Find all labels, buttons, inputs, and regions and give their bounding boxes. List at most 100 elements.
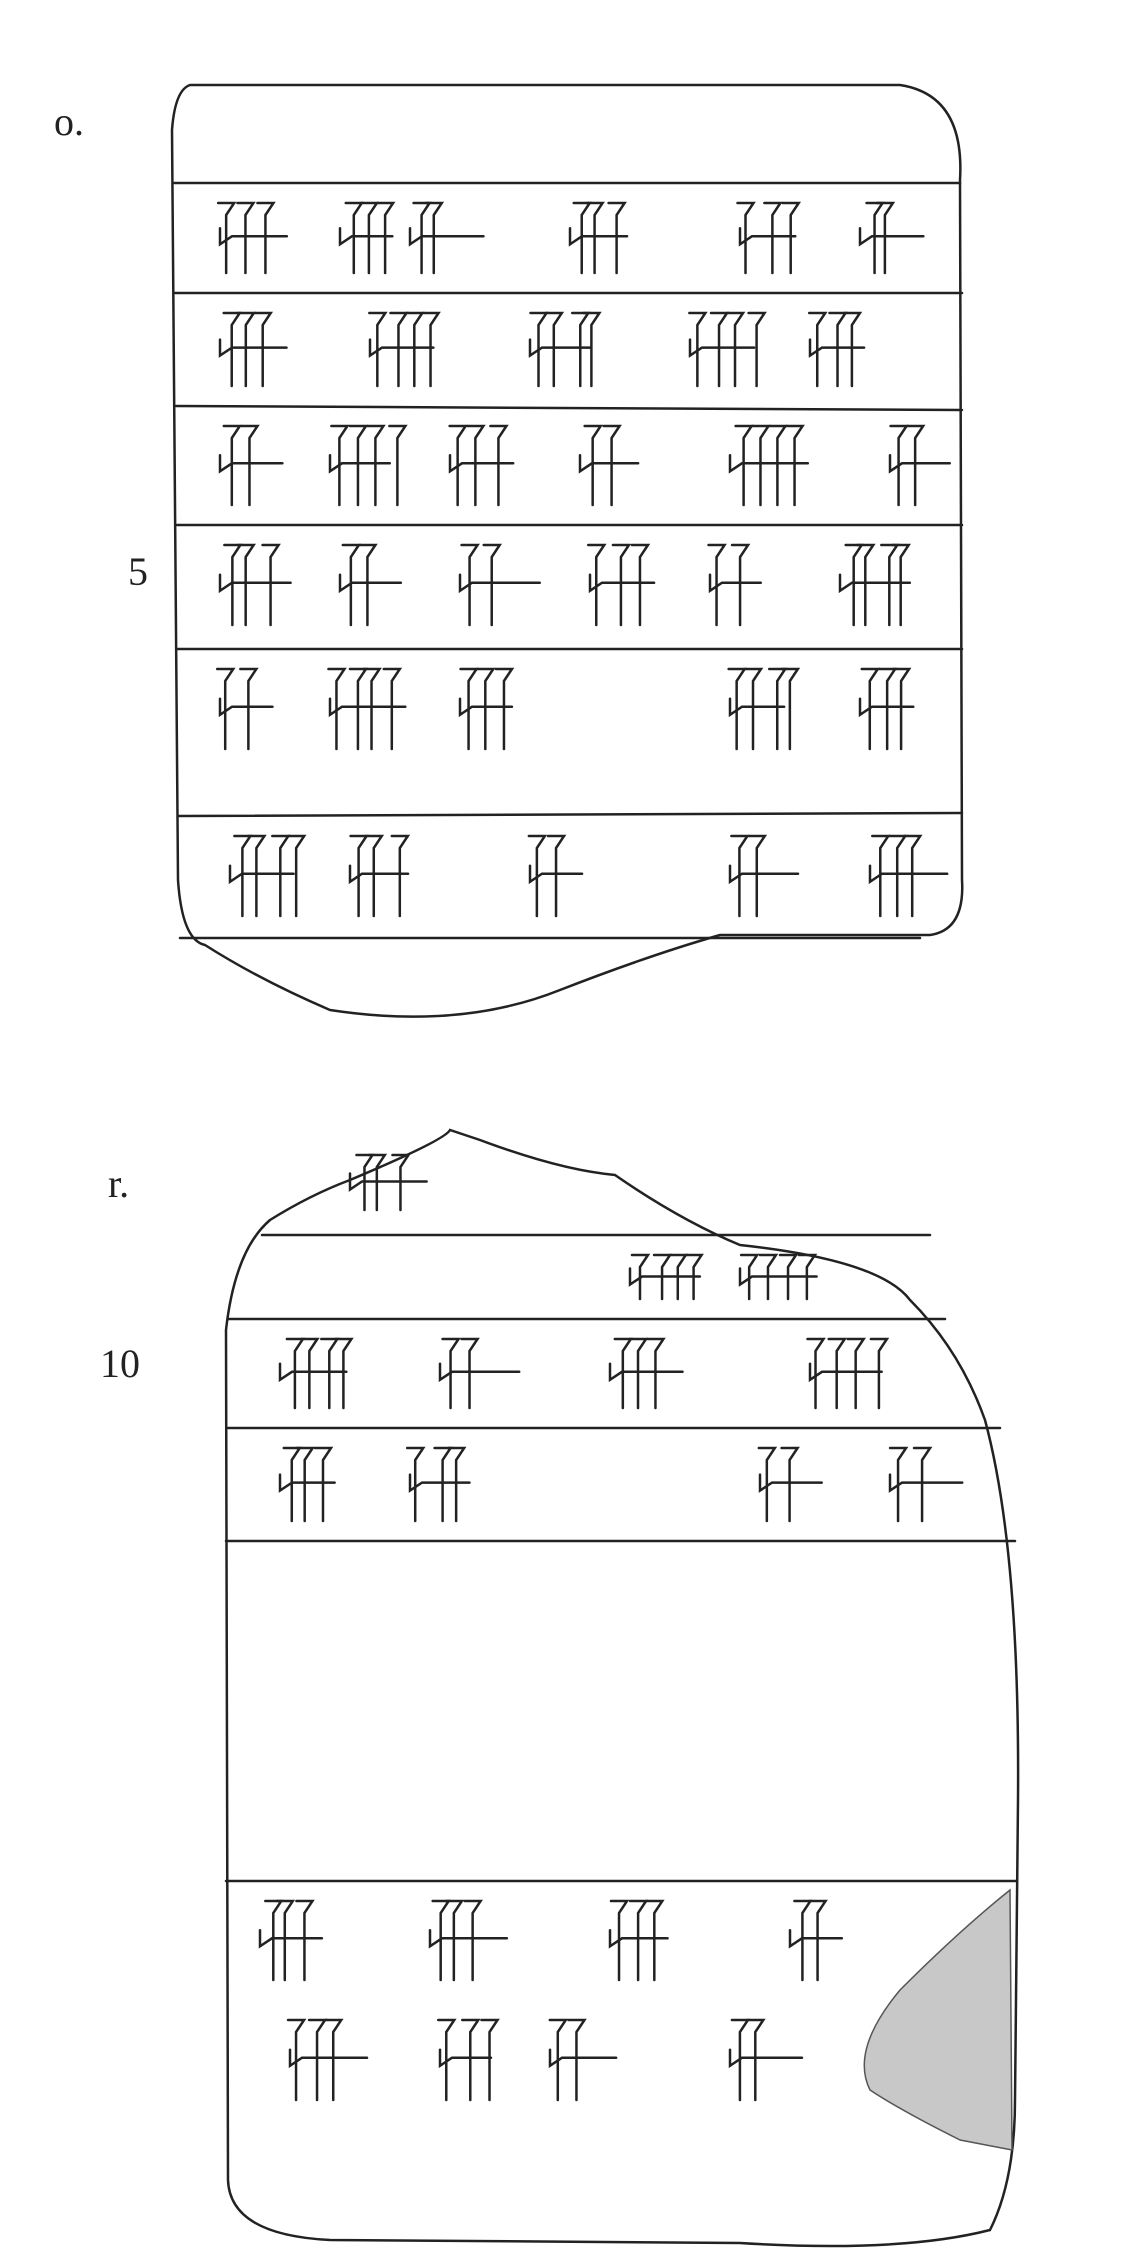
- wedge: [328, 454, 391, 474]
- wedge: [747, 311, 767, 388]
- wedge: [233, 834, 253, 918]
- wedge: [646, 1337, 666, 1410]
- wedge: [567, 2018, 587, 2102]
- wedge: [459, 667, 479, 751]
- wedge: [571, 311, 591, 388]
- wedge: [668, 1253, 689, 1301]
- wedge: [215, 667, 236, 751]
- wedge: [707, 543, 727, 627]
- wedge: [728, 2048, 804, 2069]
- wedge: [458, 573, 541, 594]
- wedge: [460, 1337, 480, 1410]
- wedge: [390, 834, 411, 918]
- wedge: [448, 424, 468, 507]
- wedge: [256, 201, 276, 275]
- wedge: [441, 1337, 461, 1410]
- wedge: [348, 424, 369, 507]
- wedge: [348, 864, 410, 885]
- wedge: [546, 834, 567, 918]
- wedge: [780, 1446, 800, 1523]
- wedge: [578, 454, 640, 474]
- wedge: [645, 1899, 665, 1982]
- wedge: [348, 667, 369, 751]
- wedge: [778, 1253, 799, 1301]
- wedge: [222, 311, 243, 388]
- wedge: [278, 1362, 348, 1383]
- wedge: [405, 311, 425, 388]
- wedge: [688, 338, 756, 358]
- wedge: [887, 834, 908, 918]
- wedge: [460, 543, 480, 627]
- wedge: [375, 201, 396, 275]
- wedge: [865, 201, 885, 275]
- reverse-side-label: r.: [108, 1161, 130, 1206]
- wedge: [476, 667, 496, 751]
- wedge: [285, 1337, 306, 1410]
- wedge: [313, 1446, 334, 1523]
- wedge: [480, 2018, 500, 2102]
- wedge: [751, 424, 771, 507]
- wedge: [768, 424, 788, 507]
- wedge: [738, 1267, 818, 1287]
- wedge: [785, 424, 805, 507]
- wedge: [877, 667, 898, 751]
- wedge: [367, 1153, 388, 1212]
- wedge: [218, 227, 289, 247]
- wedge: [368, 311, 388, 388]
- wedge: [228, 864, 295, 885]
- wedge: [858, 697, 915, 718]
- wedge: [905, 424, 926, 507]
- wedge: [278, 1473, 336, 1493]
- wedge: [438, 1362, 521, 1383]
- wedge: [767, 667, 788, 751]
- wedge: [730, 834, 750, 918]
- wedge: [382, 667, 403, 751]
- wedge: [338, 573, 403, 594]
- wedge: [431, 1899, 452, 1982]
- wedge: [730, 2018, 751, 2102]
- reverse-outline: [224, 1128, 1020, 2248]
- reverse-ruling-lines: [224, 1233, 1018, 1883]
- wedge: [846, 1337, 867, 1410]
- wedge: [438, 2048, 493, 2069]
- wedge: [868, 864, 949, 885]
- wedge: [424, 201, 445, 275]
- wedge: [528, 338, 592, 358]
- wedge: [494, 667, 515, 751]
- wedge: [630, 1253, 651, 1301]
- wedge: [362, 667, 382, 751]
- wedge: [827, 1337, 848, 1410]
- wedge: [842, 311, 863, 388]
- wedge: [348, 1172, 428, 1192]
- wedge: [448, 454, 515, 474]
- wedge: [282, 1446, 303, 1523]
- wedge: [446, 1446, 467, 1523]
- wedge: [444, 1899, 465, 1982]
- wedge: [368, 338, 435, 358]
- wedge: [253, 311, 274, 388]
- wedge: [544, 311, 565, 388]
- wedge: [609, 1899, 630, 1982]
- wedge: [218, 697, 274, 718]
- wedge: [608, 1362, 684, 1383]
- wedge: [727, 667, 747, 751]
- wedge: [307, 2018, 328, 2102]
- wedge: [463, 1899, 483, 1982]
- obverse-ruling-lines: [172, 181, 964, 940]
- wedge: [412, 201, 432, 275]
- wedge: [466, 424, 486, 507]
- wedge: [286, 834, 307, 918]
- wedge: [736, 201, 756, 275]
- wedge: [728, 697, 786, 718]
- wedge: [582, 311, 602, 388]
- wedge: [433, 1446, 453, 1523]
- wedge: [527, 834, 548, 918]
- wedge: [239, 667, 259, 751]
- wedge: [364, 834, 385, 918]
- wedge: [757, 1446, 778, 1523]
- wedge: [607, 201, 627, 275]
- wedge: [746, 2018, 766, 2102]
- wedge: [808, 1362, 883, 1383]
- wedge: [366, 424, 386, 507]
- wedge: [437, 2018, 457, 2102]
